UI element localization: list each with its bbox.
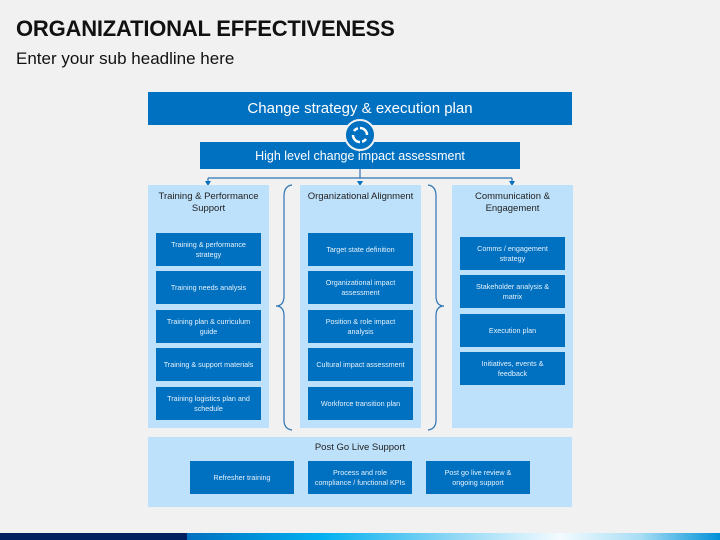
column-item: Comms / engagement strategy bbox=[460, 237, 565, 270]
footer-gradient-segment bbox=[187, 533, 720, 540]
footer-dark-segment bbox=[0, 533, 187, 540]
strategy-banner: Change strategy & execution plan bbox=[148, 92, 572, 125]
post-go-live-panel: Post Go Live Support Refresher training … bbox=[148, 437, 572, 507]
column-item: Position & role impact analysis bbox=[308, 310, 413, 343]
column-title: Training & Performance Support bbox=[158, 191, 259, 214]
column-organizational-alignment: Organizational Alignment Target state de… bbox=[300, 185, 421, 428]
post-item: Process and role compliance / functional… bbox=[308, 461, 412, 494]
column-item: Stakeholder analysis & matrix bbox=[460, 275, 565, 308]
refresh-cycle-icon bbox=[344, 119, 376, 151]
column-item: Training needs analysis bbox=[156, 271, 261, 304]
column-training-performance: Training & Performance Support Training … bbox=[148, 185, 269, 428]
column-item: Workforce transition plan bbox=[308, 387, 413, 420]
column-item: Organizational impact assessment bbox=[308, 271, 413, 304]
footer-bar bbox=[0, 533, 720, 540]
page-title: ORGANIZATIONAL EFFECTIVENESS bbox=[16, 16, 395, 41]
column-item: Cultural impact assessment bbox=[308, 348, 413, 381]
column-item: Execution plan bbox=[460, 314, 565, 347]
column-item: Training logistics plan and schedule bbox=[156, 387, 261, 420]
column-item: Target state definition bbox=[308, 233, 413, 266]
column-item: Training plan & curriculum guide bbox=[156, 310, 261, 343]
column-item: Training & support materials bbox=[156, 348, 261, 381]
column-title: Communication & Engagement bbox=[475, 191, 550, 214]
column-item: Training & performance strategy bbox=[156, 233, 261, 266]
column-title: Organizational Alignment bbox=[307, 191, 414, 202]
post-item: Post go live review & ongoing support bbox=[426, 461, 530, 494]
post-go-live-title: Post Go Live Support bbox=[314, 442, 406, 453]
page-subtitle: Enter your sub headline here bbox=[16, 49, 235, 68]
column-communication-engagement: Communication & Engagement Comms / engag… bbox=[452, 185, 573, 428]
column-item: Initiatives, events & feedback bbox=[460, 352, 565, 385]
post-item: Refresher training bbox=[190, 461, 294, 494]
